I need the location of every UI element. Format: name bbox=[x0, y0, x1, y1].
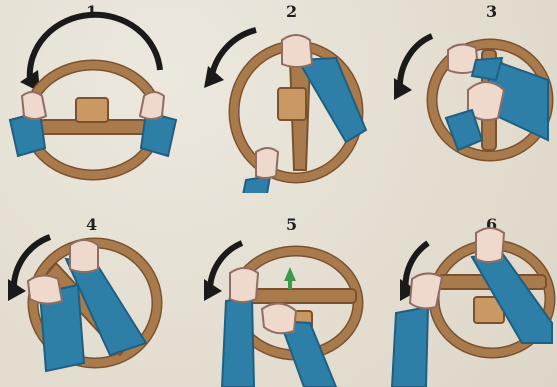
step-1-panel: 1 bbox=[0, 0, 186, 193]
wheel-hub bbox=[278, 88, 306, 120]
step-1-illustration bbox=[0, 0, 186, 193]
step-4-illustration bbox=[0, 193, 186, 387]
right-hand-icon bbox=[70, 240, 98, 272]
right-hand-icon bbox=[262, 303, 296, 333]
left-sleeve bbox=[472, 58, 502, 80]
direction-indicator-icon bbox=[284, 267, 296, 289]
step-5-panel: 5 bbox=[186, 193, 372, 386]
right-hand-icon bbox=[282, 35, 312, 67]
left-sleeve bbox=[222, 297, 254, 387]
step-3-illustration bbox=[372, 0, 557, 193]
step-5-illustration bbox=[186, 193, 372, 387]
rotation-arrow-icon bbox=[400, 36, 432, 92]
left-hand-icon bbox=[410, 273, 442, 308]
step-4-panel: 4 bbox=[0, 193, 186, 386]
step-6-illustration bbox=[372, 193, 557, 387]
left-sleeve bbox=[392, 307, 428, 387]
step-3-panel: 3 bbox=[372, 0, 557, 193]
left-hand-icon bbox=[22, 92, 46, 119]
step-2-panel: 2 bbox=[186, 0, 372, 193]
left-hand-icon bbox=[256, 148, 278, 178]
right-hand-icon bbox=[476, 228, 504, 262]
wheel-hub bbox=[76, 98, 108, 122]
right-hand-icon bbox=[140, 92, 164, 119]
left-hand-icon bbox=[28, 275, 62, 303]
step-6-panel: 6 bbox=[372, 193, 557, 386]
step-2-illustration bbox=[186, 0, 372, 193]
left-hand-icon bbox=[230, 268, 258, 302]
